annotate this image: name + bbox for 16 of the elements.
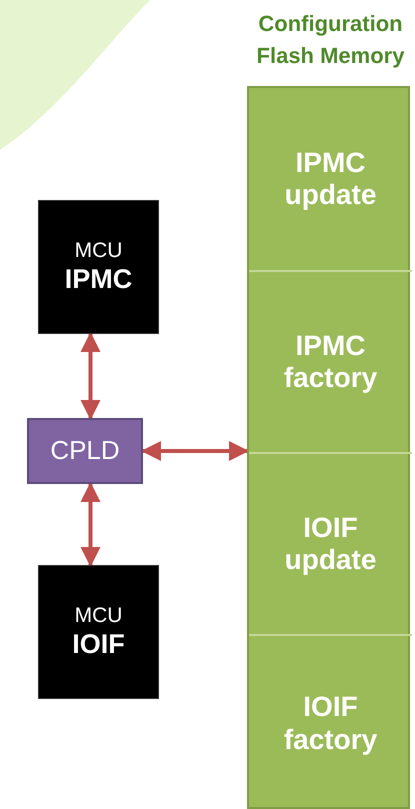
column-title: Configuration Flash Memory <box>256 10 406 70</box>
connector-arrow <box>141 441 249 461</box>
chip-name-label: IOIF <box>72 628 125 660</box>
cpld-box <box>27 418 143 484</box>
segment-label: IPMC update <box>284 146 378 212</box>
chip-name-label: IPMC <box>64 264 132 295</box>
segment-label: IOIF factory <box>282 691 378 756</box>
segment-label: IPMC factory <box>282 330 378 394</box>
chip-type-label: MCU <box>74 604 122 629</box>
segment-label: IOIF update <box>284 512 378 576</box>
connector-arrow <box>80 332 100 420</box>
chip-type-label: MCU <box>74 239 122 264</box>
mcu-box <box>38 200 159 334</box>
mcu-box <box>38 565 159 699</box>
chip-label: CPLD <box>50 436 120 466</box>
connector-arrow <box>80 482 100 567</box>
